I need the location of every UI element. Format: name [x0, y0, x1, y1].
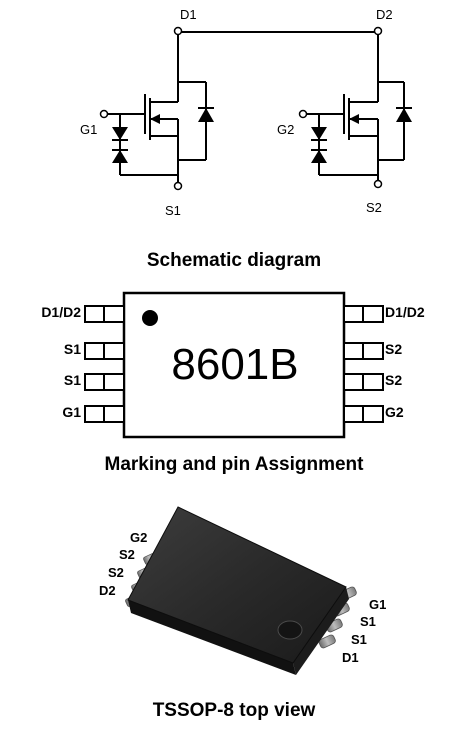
- package-caption: TSSOP-8 top view: [152, 700, 316, 721]
- pin-label-right-1: D1/D2: [385, 304, 425, 320]
- label-s1: S1: [165, 203, 181, 218]
- pin-label-right-2: S2: [385, 341, 403, 357]
- label-d2: D2: [376, 7, 393, 22]
- pkg-pin-right-2: S1: [360, 614, 376, 629]
- schematic-diagram: [99, 26, 412, 191]
- pin1-dot: [142, 310, 158, 326]
- pkg-pin-right-4: D1: [342, 650, 359, 665]
- pin-label-left-3: S1: [63, 372, 81, 388]
- label-d1: D1: [180, 7, 197, 22]
- ic-body: [122, 291, 346, 439]
- marking-diagram: [84, 291, 384, 439]
- pkg-pin-left-2: S2: [119, 547, 135, 562]
- label-s2: S2: [366, 200, 382, 215]
- pin-label-right-4: G2: [385, 404, 404, 420]
- pin-label-left-2: S1: [63, 341, 81, 357]
- label-g2: G2: [277, 122, 295, 137]
- pkg-pin-left-4: D2: [99, 583, 116, 598]
- package-photo: [125, 506, 357, 675]
- schematic-caption: Schematic diagram: [146, 250, 322, 271]
- pkg-pin-left-3: S2: [108, 565, 124, 580]
- part-marking: 8601B: [171, 340, 299, 389]
- marking-caption: Marking and pin Assignment: [104, 454, 364, 475]
- pkg-pin-left-1: G2: [130, 530, 148, 545]
- pin-label-left-1: D1/D2: [41, 304, 81, 320]
- pin-label-right-3: S2: [385, 372, 403, 388]
- pkg-pin-right-1: G1: [369, 597, 387, 612]
- label-g1: G1: [80, 122, 98, 137]
- pin-label-left-4: G1: [62, 404, 81, 420]
- pkg-pin-right-3: S1: [351, 632, 367, 647]
